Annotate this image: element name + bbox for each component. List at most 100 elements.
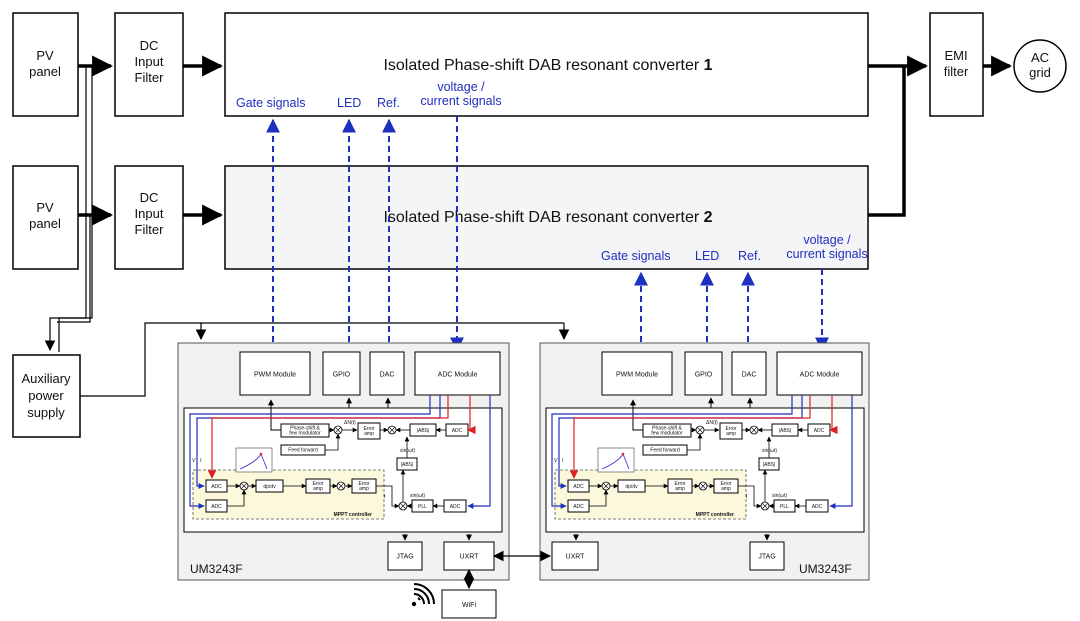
mcu2-vpv-label: V bbox=[554, 458, 558, 464]
mcu2-adc-mppt-1-label: ADC bbox=[573, 484, 584, 490]
mcu1-adc-mppt-1-label: ADC bbox=[211, 484, 222, 490]
mcu2-uart bbox=[551, 541, 599, 571]
mcu1-delta-label: ΔN(t) bbox=[344, 420, 356, 426]
signal-lines bbox=[266, 116, 829, 352]
wire bbox=[558, 395, 803, 489]
wire bbox=[630, 399, 643, 431]
mcu2-dac-module bbox=[731, 351, 767, 396]
wifi-icon bbox=[411, 583, 435, 607]
mcu2-adc-lo-label: ADC bbox=[812, 504, 823, 510]
mcu1-jtag-label: JTAG bbox=[396, 553, 413, 560]
mcu2-gpio-module-label: GPIO bbox=[695, 371, 713, 378]
mcu1-feed-forward-block-label: Feed forward bbox=[288, 448, 318, 454]
mcu2-chip-label: UM3243F bbox=[799, 562, 852, 576]
mcu1-vpv-label: V bbox=[192, 458, 196, 464]
aux-tap-lines bbox=[44, 66, 93, 352]
mcu2-delta-label: ΔN(t) bbox=[706, 420, 718, 426]
wire bbox=[829, 395, 853, 509]
mcu2-sin-label: sin(ωt) bbox=[762, 448, 777, 454]
conv2-voltage-current-label: voltage /current signals bbox=[786, 233, 867, 261]
mcu2-gpio-module bbox=[684, 351, 723, 396]
mcu1-sin-label: sin(ωt) bbox=[400, 448, 415, 454]
mcu2-feed-forward-block-label: Feed forward bbox=[650, 448, 680, 454]
converter-1: Isolated Phase-shift DAB resonant conver… bbox=[224, 12, 869, 117]
mcu1-adc-lo-label: ADC bbox=[450, 504, 461, 510]
mcu2-abs-1-label: |ABS| bbox=[779, 428, 792, 434]
aux-power-distribution bbox=[80, 322, 570, 397]
mcu2-pwm-module-label: PWM Module bbox=[616, 371, 658, 378]
mcu1-adc-hi-label: ADC bbox=[452, 428, 463, 434]
wire bbox=[467, 395, 476, 435]
mcu2-error-amp-1 bbox=[719, 422, 743, 440]
power-flow-lines bbox=[78, 55, 1013, 226]
mcu1-dac-module bbox=[369, 351, 405, 396]
mcu1-adc-mppt-2-label: ADC bbox=[211, 504, 222, 510]
wire bbox=[589, 489, 609, 507]
conv2-ref-label: Ref. bbox=[738, 249, 761, 263]
mcu1-ipv-label: I bbox=[200, 458, 202, 464]
mcu2-abs-2-label: |ABS| bbox=[763, 462, 776, 468]
wire bbox=[467, 395, 491, 509]
wire bbox=[268, 399, 281, 431]
mcu1-gpio-module-label: GPIO bbox=[333, 371, 351, 378]
mcu1-error-amp-1 bbox=[357, 422, 381, 440]
mcu1-sin2-label: sin(ωt) bbox=[410, 493, 425, 499]
mcu1-gpio-module bbox=[322, 351, 361, 396]
wifi-module: WiFi bbox=[441, 589, 497, 619]
wire bbox=[196, 395, 441, 489]
wifi-label: WiFi bbox=[462, 602, 476, 609]
mcu1-pwm-module-label: PWM Module bbox=[254, 371, 296, 378]
wire bbox=[189, 395, 431, 509]
mcu2-adc-mppt-2-label: ADC bbox=[573, 504, 584, 510]
wire bbox=[569, 395, 811, 479]
mcu2-adc-module bbox=[776, 351, 863, 396]
conv1-voltage-current-label: voltage /current signals bbox=[420, 80, 501, 108]
converter-1-title: Isolated Phase-shift DAB resonant conver… bbox=[383, 57, 712, 74]
mcu2-pwm-module bbox=[601, 351, 673, 396]
mcu1-dpdv-block-label: dp/dv bbox=[263, 484, 276, 490]
mcu2-iref-label: I bbox=[746, 494, 747, 500]
wire bbox=[738, 485, 762, 509]
mcu1-adc-module bbox=[414, 351, 501, 396]
wire bbox=[227, 489, 247, 507]
mcu1-uart-label: UXRT bbox=[460, 553, 480, 560]
comm-lines bbox=[463, 550, 552, 590]
wire bbox=[551, 395, 793, 509]
mcu1-pll-block-label: PLL bbox=[418, 504, 427, 510]
mcu2-mppt-label: MPPT controller bbox=[696, 512, 734, 518]
conv1-gate-signals-label: Gate signals bbox=[236, 96, 305, 110]
mcu1-uart bbox=[443, 541, 495, 571]
wire bbox=[376, 485, 400, 509]
mcu1-adc-module-label: ADC Module bbox=[438, 371, 478, 378]
mcu2-pll-block-label: PLL bbox=[780, 504, 789, 510]
mcu2-sin2-label: sin(ωt) bbox=[772, 493, 787, 499]
mcu1-dac-module-label: DAC bbox=[380, 371, 395, 378]
converter-2-title: Isolated Phase-shift DAB resonant conver… bbox=[383, 209, 712, 226]
mcu1-iref-label: I bbox=[384, 494, 385, 500]
mcu1-abs-1-label: |ABS| bbox=[417, 428, 430, 434]
mcu1-abs-2-label: |ABS| bbox=[401, 462, 414, 468]
mcu1-jtag bbox=[387, 541, 423, 571]
converter-2: Isolated Phase-shift DAB resonant conver… bbox=[224, 165, 869, 270]
conv1-led-label: LED bbox=[337, 96, 361, 110]
mcu2-ipv-label: I bbox=[562, 458, 564, 464]
wire bbox=[325, 433, 341, 451]
conv2-led-label: LED bbox=[695, 249, 719, 263]
